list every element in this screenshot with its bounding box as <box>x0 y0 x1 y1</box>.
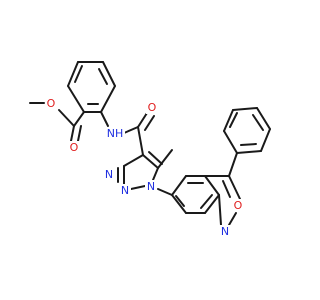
bond-iso-3 <box>228 212 237 226</box>
atom-label-layer: O O NH O N N N O N <box>45 97 244 238</box>
bond-ring-a4-inner <box>98 68 108 85</box>
triazole-n1-label: N <box>147 180 155 193</box>
bond-ring-a2 <box>67 61 79 87</box>
bond-amide-o-1 <box>137 112 148 128</box>
bond-ph-6-inner <box>240 143 257 146</box>
bond-bz-3 <box>204 175 220 196</box>
bond-tz-5 <box>142 154 159 169</box>
bond-iso-2 <box>228 175 241 200</box>
bond-ph-6 <box>236 150 262 154</box>
bond-ph-4 <box>256 107 271 130</box>
bond-bz-4-inner <box>200 194 213 209</box>
bond-iso-4 <box>218 194 222 226</box>
bond-carbonyl-double-1 <box>70 125 75 142</box>
bond-ph-2 <box>223 109 234 132</box>
bond-tz-1 <box>123 154 144 167</box>
bond-tz-3 <box>130 185 146 190</box>
bond-phenyl-attach <box>228 152 238 177</box>
bond-nh-carbonyl <box>123 126 139 134</box>
amide-nh-label: NH <box>107 127 124 140</box>
bond-ph-4-inner <box>252 114 264 131</box>
bond-ring-a4 <box>102 61 116 87</box>
benzisoxazole-nitrogen-label: N <box>221 225 229 238</box>
bond-iso-2-inner <box>222 180 231 198</box>
bond-n1-aryl <box>157 188 173 196</box>
structure-canvas: O O NH O N N N O N <box>29 61 271 238</box>
triazole-n-bottom-left-label: N <box>121 184 129 197</box>
bond-ph-2-inner <box>229 112 238 128</box>
bond-ph-3 <box>232 107 258 111</box>
benzisoxazole-oxygen-label: O <box>234 199 243 212</box>
ester-ether-oxygen-label: O <box>47 97 56 110</box>
amide-carbonyl-oxygen-label: O <box>148 101 157 114</box>
bond-bz-6 <box>171 194 187 214</box>
bond-o-carbonyl <box>58 109 75 127</box>
triazole-n-left-label: N <box>105 168 113 181</box>
bond-bz-1 <box>171 175 187 196</box>
bond-ring-nh <box>100 111 109 127</box>
bond-tz-5-inner <box>148 151 163 165</box>
bond-ring-a2-inner <box>74 65 83 83</box>
ester-carbonyl-oxygen-label: O <box>70 141 79 154</box>
bond-ring-a1 <box>67 85 85 113</box>
bond-carbonyl-triazole <box>137 126 144 156</box>
bond-layer <box>29 61 271 226</box>
molecule-structure: O O NH O N N N O N <box>29 61 271 238</box>
bond-ph-1 <box>223 130 238 154</box>
bond-bz-4 <box>204 194 220 214</box>
bond-ph-5 <box>260 128 271 152</box>
bond-bz-6-inner <box>175 195 185 207</box>
bond-carbonyl-ring <box>73 111 85 127</box>
bond-carbonyl-double-2 <box>77 125 82 142</box>
bond-tz-4 <box>152 167 159 181</box>
bond-tz-methyl <box>157 149 173 169</box>
bond-amide-o-2 <box>144 115 155 131</box>
bond-ring-a5 <box>100 85 116 113</box>
